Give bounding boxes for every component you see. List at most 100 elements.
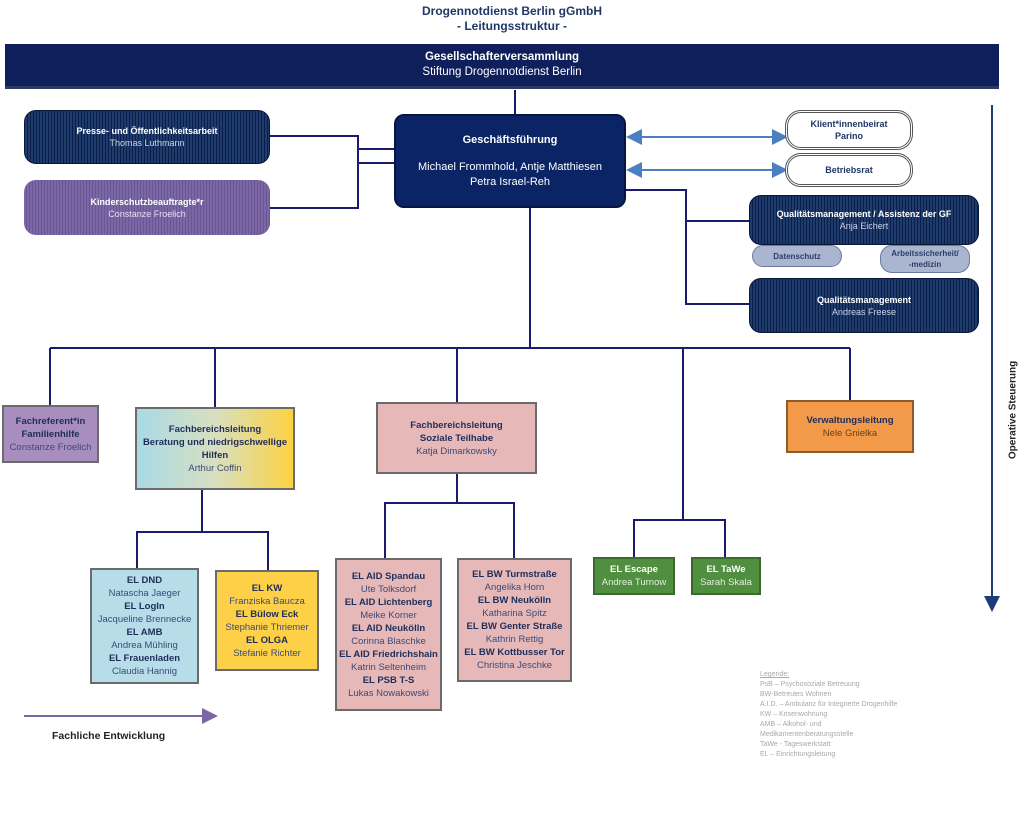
betriebsrat-box[interactable]: Betriebsrat: [785, 153, 913, 187]
legend: Legende: PsB – Psychosoziale Betreuung B…: [760, 670, 897, 760]
line-green-sub: [633, 519, 726, 557]
chart-title: Drogennotdienst Berlin gGmbH - Leitungss…: [0, 4, 1024, 34]
presse-box[interactable]: Presse- und Öffentlichkeitsarbeit Thomas…: [24, 110, 270, 164]
units-teilhabe-aid[interactable]: EL AID Spandau Ute Tolksdorf EL AID Lich…: [335, 558, 442, 711]
gesellschafterversammlung-box[interactable]: Gesellschafterversammlung Stiftung Droge…: [5, 44, 999, 89]
operative-steuerung-label: Operative Steuerung: [1003, 350, 1023, 470]
unit-el: EL AMB: [126, 627, 163, 638]
unit-name: Claudia Hannig: [112, 666, 177, 677]
verwaltung-box[interactable]: Verwaltungsleitung Nele Gnielka: [786, 400, 914, 453]
beirat-title: Klient*innenbeirat: [810, 119, 888, 129]
org-subtitle: - Leitungsstruktur -: [457, 19, 567, 33]
units-beratung-a[interactable]: EL DND Natascha Jaeger EL LogIn Jacqueli…: [90, 568, 199, 684]
unit-name: Jacqueline Brennecke: [97, 614, 192, 625]
escape-box[interactable]: EL Escape Andrea Turnow: [593, 557, 675, 595]
qm-assistenz-box[interactable]: Qualitätsmanagement / Assistenz der GF A…: [749, 195, 979, 245]
units-beratung-b[interactable]: EL KW Franziska Baucza EL Bülow Eck Step…: [215, 570, 319, 671]
operative-steuerung-text: Operative Steuerung: [1007, 360, 1019, 460]
unit-el: EL PSB T-S: [362, 674, 415, 686]
unit-el: EL DND: [126, 575, 163, 586]
teilhabe-line2: Soziale Teilhabe: [419, 432, 494, 444]
qm-box[interactable]: Qualitätsmanagement Andreas Freese: [749, 278, 979, 333]
qm-assistenz-title: Qualitätsmanagement / Assistenz der GF: [776, 209, 952, 219]
verwaltung-title: Verwaltungsleitung: [806, 414, 894, 426]
teilhabe-name: Katja Dimarkowsky: [416, 445, 497, 457]
klientinnenbeirat-box[interactable]: Klient*innenbeirat Parino: [785, 110, 913, 150]
unit-name: Sarah Skala: [700, 577, 752, 588]
unit-name: Katrin Seltenheim: [351, 661, 426, 673]
unit-name: Stefanie Richter: [233, 647, 301, 659]
familienhilfe-box[interactable]: Fachreferent*in Familienhilfe Constanze …: [2, 405, 99, 463]
unit-el: EL AID Neukölln: [351, 622, 426, 634]
unit-name: Christina Jeschke: [477, 660, 552, 671]
line-teilhabe-sub: [384, 474, 515, 558]
banner-subtitle: Stiftung Drogennotdienst Berlin: [422, 66, 582, 78]
datenschutz-box[interactable]: Datenschutz: [752, 245, 842, 267]
unit-name: Angelika Horn: [484, 582, 545, 593]
datenschutz-label: Datenschutz: [773, 251, 821, 261]
unit-el: EL TaWe: [706, 564, 746, 575]
unit-name: Katharina Spitz: [482, 608, 547, 619]
unit-el: EL BW Turmstraße: [472, 569, 557, 580]
line-beratung-sub: [136, 490, 269, 570]
line-right-staff: [626, 189, 750, 305]
arbeitssicherheit-line1: Arbeitssicherheit/: [891, 249, 959, 258]
legend-item: Medikamentenberatungsstelle: [760, 731, 854, 738]
unit-el: EL OLGA: [245, 634, 289, 646]
gf-names-1: Michael Frommhold, Antje Matthiesen: [417, 160, 603, 173]
familie-line1: Fachreferent*in: [15, 415, 86, 427]
teilhabe-box[interactable]: Fachbereichsleitung Soziale Teilhabe Kat…: [376, 402, 537, 474]
line-left-gf: [358, 148, 394, 164]
unit-name: Corinna Blaschke: [351, 635, 426, 647]
familie-name: Constanze Froelich: [9, 441, 92, 453]
kinderschutz-title: Kinderschutzbeauftragte*r: [90, 196, 204, 207]
line-presse: [270, 135, 359, 209]
unit-name: Kathrin Rettig: [485, 634, 544, 645]
unit-el: EL Escape: [610, 564, 658, 575]
units-teilhabe-bw[interactable]: EL BW Turmstraße Angelika Horn EL BW Neu…: [457, 558, 572, 682]
unit-el: EL AID Friedrichshain: [339, 648, 438, 660]
arbeitssicherheit-box[interactable]: Arbeitssicherheit/ -medizin: [880, 245, 970, 273]
betriebsrat-title: Betriebsrat: [825, 165, 873, 175]
gf-title: Geschäftsführung: [462, 133, 558, 146]
unit-name: Lukas Nowakowski: [348, 687, 429, 699]
legend-item: PsB – Psychosoziale Betreuung: [760, 681, 860, 688]
unit-el: EL Frauenladen: [108, 653, 181, 664]
qm-name: Andreas Freese: [831, 306, 897, 317]
presse-title: Presse- und Öffentlichkeitsarbeit: [76, 126, 218, 136]
geschaeftsfuehrung-box[interactable]: Geschäftsführung Michael Frommhold, Antj…: [394, 114, 626, 208]
beratung-name: Arthur Coffin: [188, 462, 242, 474]
beratung-line2: Beratung und niedrigschwellige: [142, 436, 288, 448]
unit-el: EL AID Lichtenberg: [344, 596, 433, 608]
unit-name: Franziska Baucza: [229, 595, 305, 607]
verwaltung-name: Nele Gnielka: [822, 427, 878, 439]
unit-name: Andrea Turnow: [601, 577, 667, 588]
unit-el: EL AID Spandau: [351, 570, 426, 582]
tawe-box[interactable]: EL TaWe Sarah Skala: [691, 557, 761, 595]
unit-name: Ute Tolksdorf: [360, 583, 417, 595]
legend-item: A.I.D. – Ambulanz für Integrierte Drogen…: [760, 701, 898, 708]
unit-el: EL BW Kottbusser Tor: [464, 647, 565, 658]
qm-title: Qualitätsmanagement: [816, 294, 912, 305]
beirat-name: Parino: [834, 131, 863, 141]
unit-name: Natascha Jaeger: [108, 588, 181, 599]
kinderschutz-name: Constanze Froelich: [108, 208, 186, 219]
unit-el: EL BW Genter Straße: [466, 621, 563, 632]
org-name: Drogennotdienst Berlin gGmbH: [422, 4, 602, 18]
beratung-line3: Hilfen: [201, 449, 229, 461]
legend-title: Legende:: [760, 671, 790, 678]
kinderschutz-box[interactable]: Kinderschutzbeauftragte*r Constanze Froe…: [24, 180, 270, 235]
unit-el: EL LogIn: [124, 601, 165, 612]
unit-el: EL KW: [251, 582, 283, 594]
legend-item: AMB – Alkohol- und: [760, 721, 822, 728]
familie-line2: Familienhilfe: [21, 428, 80, 440]
qm-assistenz-name: Anja Eichert: [839, 221, 889, 231]
legend-item: TaWe - Tageswerkstatt: [760, 741, 831, 748]
gf-names-2: Petra Israel-Reh: [469, 175, 551, 188]
beratung-box[interactable]: Fachbereichsleitung Beratung und niedrig…: [135, 407, 295, 490]
arbeitssicherheit-line2: -medizin: [908, 260, 942, 269]
unit-name: Andrea Mühling: [111, 640, 178, 651]
legend-item: EL – Einrichtungsleitung: [760, 751, 836, 758]
banner-title: Gesellschafterversammlung: [424, 51, 580, 63]
